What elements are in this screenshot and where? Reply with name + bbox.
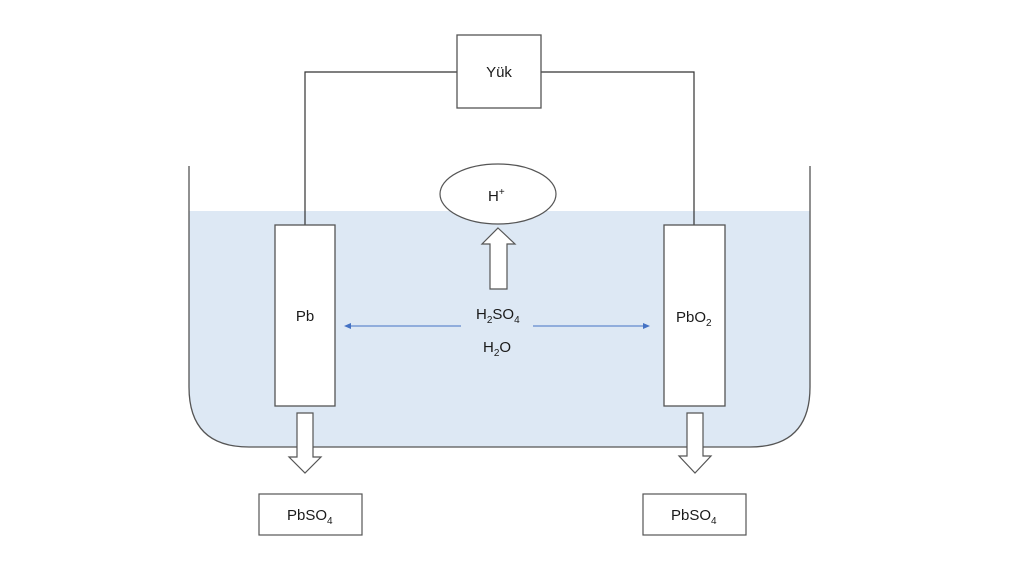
arrow-to-cathode <box>533 323 650 329</box>
ion-charge: + <box>499 187 505 198</box>
anode-electrode: Pb <box>274 224 336 407</box>
electrolyte-liquid <box>189 211 810 447</box>
anode-label: Pb <box>296 308 314 325</box>
wire-right <box>541 71 695 225</box>
cathode-electrode: PbO2 <box>663 224 726 407</box>
arrow-to-anode <box>344 323 461 329</box>
svg-text:PbO2: PbO2 <box>676 309 712 329</box>
up-arrow-icon <box>480 227 517 290</box>
product-box-right: PbSO4 <box>642 493 747 536</box>
load-box: Yük <box>456 34 542 109</box>
down-arrow-right-icon <box>677 412 713 474</box>
cathode-sub: 2 <box>706 318 712 329</box>
wire-left <box>304 71 457 225</box>
ion-base: H <box>488 188 499 205</box>
load-label: Yük <box>486 64 512 81</box>
svg-text:PbSO4: PbSO4 <box>287 507 333 527</box>
down-arrow-left-icon <box>287 412 323 474</box>
tank <box>188 166 811 448</box>
product-box-left: PbSO4 <box>258 493 363 536</box>
electrolyte-h2o: H2O <box>483 339 511 359</box>
cathode-base: PbO <box>676 309 706 326</box>
svg-text:PbSO4: PbSO4 <box>671 507 717 527</box>
hydrogen-ion: H+ <box>439 163 557 225</box>
svg-text:H+: H+ <box>488 187 505 205</box>
electrolyte-h2so4: H2SO4 <box>476 306 520 326</box>
